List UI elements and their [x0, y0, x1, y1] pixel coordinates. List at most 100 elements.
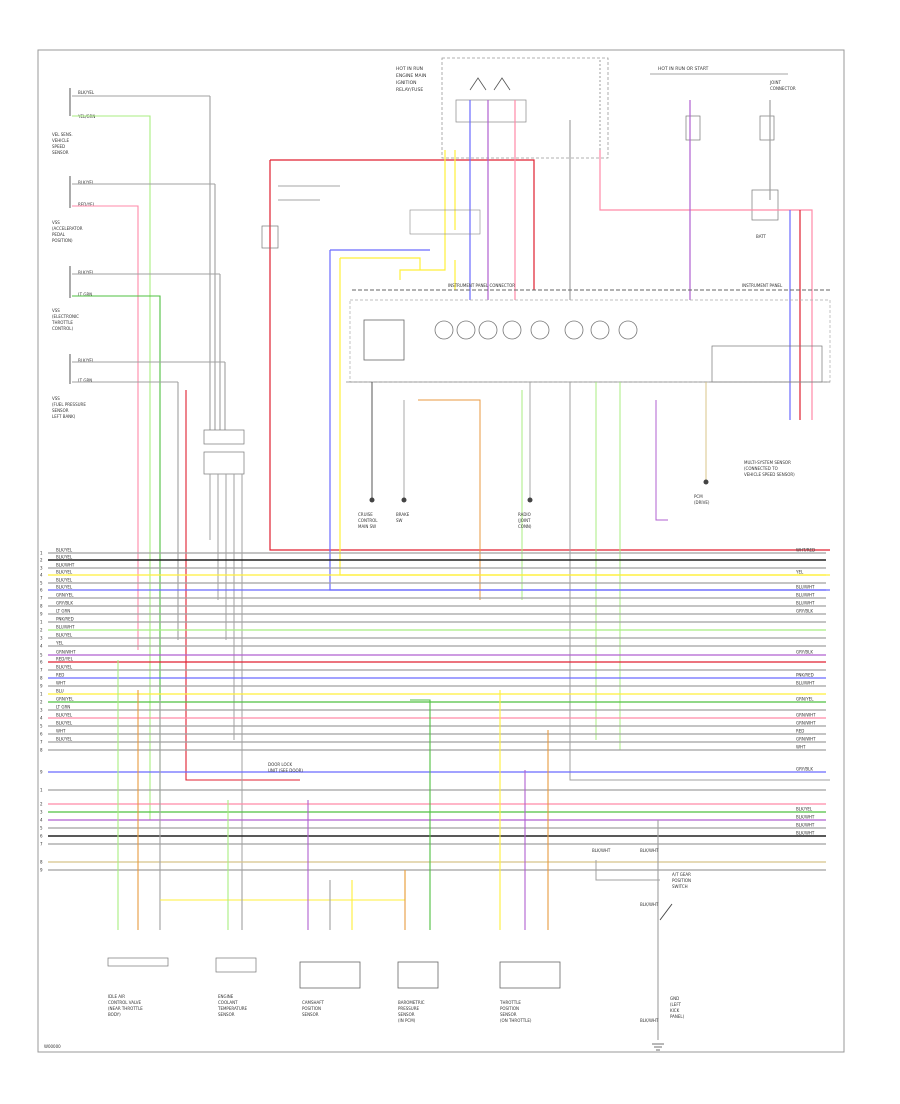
- harness-pin-number: 9: [40, 770, 43, 775]
- left-sensor-wires: [72, 95, 300, 820]
- left-wire-label: LT GRN: [56, 609, 70, 614]
- svg-text:CAMSHAFT: CAMSHAFT: [302, 1000, 324, 1005]
- left-wire-label: BLK/YEL: [56, 570, 73, 575]
- left-wire-label: BLK/YEL: [56, 713, 73, 718]
- left-wire-label: BLK/YEL: [56, 721, 73, 726]
- harness-pin-number: 7: [40, 842, 43, 847]
- svg-text:POSITION: POSITION: [302, 1006, 321, 1011]
- svg-text:BLK/WHT: BLK/WHT: [640, 848, 659, 853]
- mid-component-brake: BRAKE SW: [396, 399, 481, 600]
- diagram-frame: [37, 49, 845, 1053]
- right-wire-label: GRY/BLK: [796, 609, 813, 614]
- harness-pin-number: 4: [40, 716, 43, 721]
- left-wire-label: BLK/YEL: [56, 578, 73, 583]
- svg-text:CRUISE: CRUISE: [358, 512, 373, 517]
- right-wire-label: BLK/WHT: [796, 831, 815, 836]
- svg-text:CONTROL VALVE: CONTROL VALVE: [108, 1000, 142, 1005]
- harness-pin-number: 5: [40, 581, 43, 586]
- left-wire-label: WHT: [56, 729, 66, 734]
- left-wire-label: WHT: [56, 681, 66, 686]
- svg-text:PEDAL: PEDAL: [52, 232, 66, 237]
- svg-text:BLK/WHT: BLK/WHT: [640, 1018, 659, 1023]
- svg-text:RELAY/FUSE: RELAY/FUSE: [396, 87, 423, 93]
- left-wire-label: BLK/WHT: [56, 563, 75, 568]
- left-wire-label: PNK/RED: [56, 617, 74, 622]
- top-right-block: HOT IN RUN OR START JOINT CONNECTOR BATT: [650, 66, 796, 239]
- svg-text:VEHICLE: VEHICLE: [52, 138, 69, 143]
- harness-pin-number: 5: [40, 826, 43, 831]
- ground-label: GND (LEFT KICK PANEL): [670, 996, 685, 1019]
- left-wire-label: BLU/WHT: [56, 625, 75, 630]
- harness-pin-number: 3: [40, 708, 43, 713]
- harness-pin-number: 7: [40, 740, 43, 745]
- camshaft-position-sensor: CAMSHAFT POSITION SENSOR: [299, 961, 361, 1017]
- svg-text:(IN PCM): (IN PCM): [398, 1018, 416, 1023]
- svg-text:VSS: VSS: [52, 220, 60, 225]
- joint-connector-label: JOINT CONNECTOR: [769, 80, 796, 91]
- svg-text:(ELECTRONIC: (ELECTRONIC: [52, 314, 79, 319]
- svg-text:BLK/WHT: BLK/WHT: [592, 848, 611, 853]
- harness-pin-number: 9: [40, 684, 43, 689]
- harness-pin-number: 3: [40, 566, 43, 571]
- svg-text:LEFT BANK): LEFT BANK): [52, 414, 76, 419]
- coolant-temp-sensor: ENGINE COOLANT TEMPERATURE SENSOR: [215, 957, 257, 1017]
- svg-text:SENSOR: SENSOR: [52, 408, 69, 413]
- instrument-panel-connector: INSTRUMENT PANEL CONNECTOR INSTRUMENT PA…: [346, 283, 831, 383]
- relay-box-label: HOT IN RUN ENGINE MAIN IGNITION RELAY/FU…: [396, 66, 426, 93]
- gauge-circles: [434, 320, 638, 340]
- mid-component-pcm-drive: PCM (DRIVE): [694, 382, 710, 505]
- left-wire-label: GRN/YEL: [56, 593, 74, 598]
- svg-text:VEHICLE SPEED SENSOR): VEHICLE SPEED SENSOR): [744, 472, 795, 477]
- harness-pin-number: 3: [40, 636, 43, 641]
- harness-pin-number: 1: [40, 620, 43, 625]
- svg-text:DOOR LOCK: DOOR LOCK: [268, 762, 292, 767]
- right-wire-label: WHT/RED: [796, 548, 815, 553]
- right-wire-label: BLU/WHT: [796, 681, 815, 686]
- left-wire-label: BLK/YEL: [56, 737, 73, 742]
- svg-text:CONNECTOR: CONNECTOR: [770, 86, 796, 91]
- right-wire-label: GRN/WHT: [796, 713, 816, 718]
- gear-position-switch-label: A/T GEAR POSITION SWITCH: [672, 872, 691, 889]
- svg-text:KICK: KICK: [670, 1008, 680, 1013]
- harness-pin-number: 4: [40, 573, 43, 578]
- svg-text:MULTI-SYSTEM SENSOR: MULTI-SYSTEM SENSOR: [744, 460, 791, 465]
- harness-pin-number: 1: [40, 551, 43, 556]
- harness-pin-number: 2: [40, 628, 43, 633]
- right-wire-label: YEL: [795, 570, 804, 575]
- right-wire-label: BLK/WHT: [796, 823, 815, 828]
- left-wire-label: YEL: [55, 641, 64, 646]
- right-wire-label: GRN/YEL: [796, 697, 814, 702]
- harness-pin-number: 5: [40, 653, 43, 658]
- barometric-pressure-sensor: BAROMETRIC PRESSURE SENSOR (IN PCM): [397, 961, 439, 1023]
- svg-text:UNIT (SEE DOOR): UNIT (SEE DOOR): [268, 768, 303, 773]
- idle-air-control-valve: IDLE AIR CONTROL VALVE (NEAR THROTTLE BO…: [107, 957, 169, 1017]
- svg-text:BLK/YEL: BLK/YEL: [78, 358, 95, 363]
- svg-text:THROTTLE: THROTTLE: [51, 320, 73, 325]
- svg-text:(ACCELERATOR: (ACCELERATOR: [52, 226, 83, 231]
- svg-text:(ON THROTTLE): (ON THROTTLE): [500, 1018, 532, 1023]
- harness-pin-number: 8: [40, 748, 43, 753]
- right-wire-label: BLU/WHT: [796, 593, 815, 598]
- svg-text:RED/YEL: RED/YEL: [78, 202, 96, 207]
- svg-text:(FUEL PRESSURE: (FUEL PRESSURE: [52, 402, 86, 407]
- harness-pin-number: 8: [40, 604, 43, 609]
- left-wire-label: RED/YEL: [56, 657, 74, 662]
- svg-text:HOT IN RUN: HOT IN RUN: [396, 66, 423, 72]
- svg-text:BAROMETRIC: BAROMETRIC: [398, 1000, 425, 1005]
- mid-component-radio: RADIO (JOINT CONN): [518, 382, 533, 600]
- svg-text:(DRIVE): (DRIVE): [694, 500, 710, 505]
- harness-pin-number: 1: [40, 692, 43, 697]
- svg-text:BODY): BODY): [108, 1012, 121, 1017]
- harness-pin-number: 1: [40, 788, 43, 793]
- svg-text:SW: SW: [396, 518, 403, 523]
- svg-text:LT GRN: LT GRN: [78, 378, 92, 383]
- harness-pin-number: 9: [40, 612, 43, 617]
- svg-text:SENSOR: SENSOR: [52, 150, 69, 155]
- right-wire-label: GRN/WHT: [796, 721, 816, 726]
- harness-pin-number: 2: [40, 558, 43, 563]
- left-wire-label: GRN/YEL: [56, 697, 74, 702]
- svg-text:GND: GND: [670, 996, 679, 1001]
- left-wire-label: GRY/BLK: [56, 601, 73, 606]
- svg-text:POSITION: POSITION: [500, 1006, 519, 1011]
- harness-pin-number: 9: [40, 868, 43, 873]
